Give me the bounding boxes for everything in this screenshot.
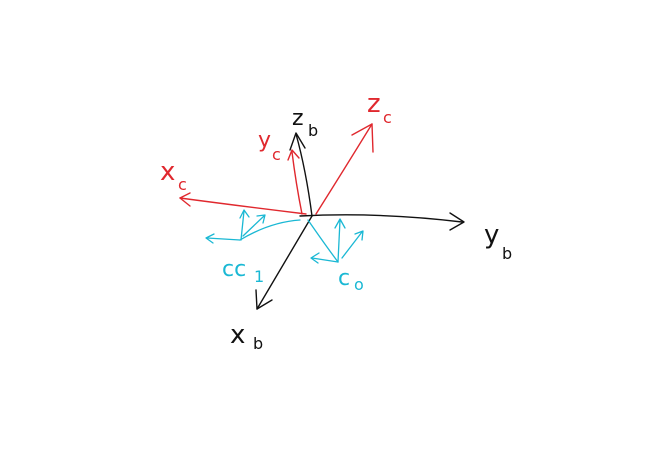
label-c0-sub: o	[354, 275, 364, 294]
camera-x-arrowhead	[179, 192, 191, 207]
label-z-c-sub: c	[383, 108, 392, 127]
c0-arrow-a	[310, 252, 320, 264]
label-cc1-sub: 1	[254, 267, 264, 286]
label-z-b: z	[292, 106, 304, 131]
label-x-b: x	[230, 320, 245, 350]
c0-arrow-b	[334, 218, 346, 229]
cc1-axis-b	[240, 210, 245, 241]
label-x-c: x	[160, 157, 175, 187]
cc1-connector	[239, 219, 301, 241]
c0-axis-c	[341, 231, 363, 259]
label-x-c-sub: c	[178, 175, 187, 194]
cc1-axis-a	[206, 237, 241, 241]
camera-y-axis	[291, 151, 303, 215]
label-z-c: z	[367, 89, 381, 119]
camera-y-arrowhead	[287, 149, 300, 161]
body-x-axis	[256, 215, 313, 310]
camera-z-arrowhead	[351, 123, 374, 153]
label-x-b-sub: b	[253, 334, 263, 353]
label-y-b: y	[484, 220, 499, 250]
body-y-arrowhead	[449, 212, 465, 231]
body-x-arrowhead	[255, 289, 273, 310]
label-c0: c	[338, 266, 350, 291]
c0-axis-b	[337, 219, 341, 263]
cc1-arrow-c	[256, 214, 266, 224]
cc1-axis-c	[242, 215, 265, 237]
label-y-c: y	[258, 128, 271, 153]
label-cc1: cc	[222, 257, 246, 282]
label-y-c-sub: c	[272, 145, 281, 164]
body-frame	[255, 132, 465, 310]
camera-x-axis	[179, 197, 307, 215]
c0-connector	[307, 219, 339, 263]
camera-frame	[179, 123, 374, 215]
body-y-axis	[299, 214, 463, 223]
c0-arrow-c	[354, 230, 364, 241]
cc1-arrow-a	[205, 233, 215, 244]
label-y-b-sub: b	[502, 244, 512, 263]
contact-frames	[205, 209, 364, 264]
body-z-axis	[295, 133, 313, 217]
label-z-b-sub: b	[308, 121, 318, 140]
cc1-arrow-b	[239, 209, 250, 219]
camera-z-axis	[315, 123, 373, 215]
c0-axis-a	[311, 257, 339, 263]
body-z-arrowhead	[289, 132, 306, 151]
